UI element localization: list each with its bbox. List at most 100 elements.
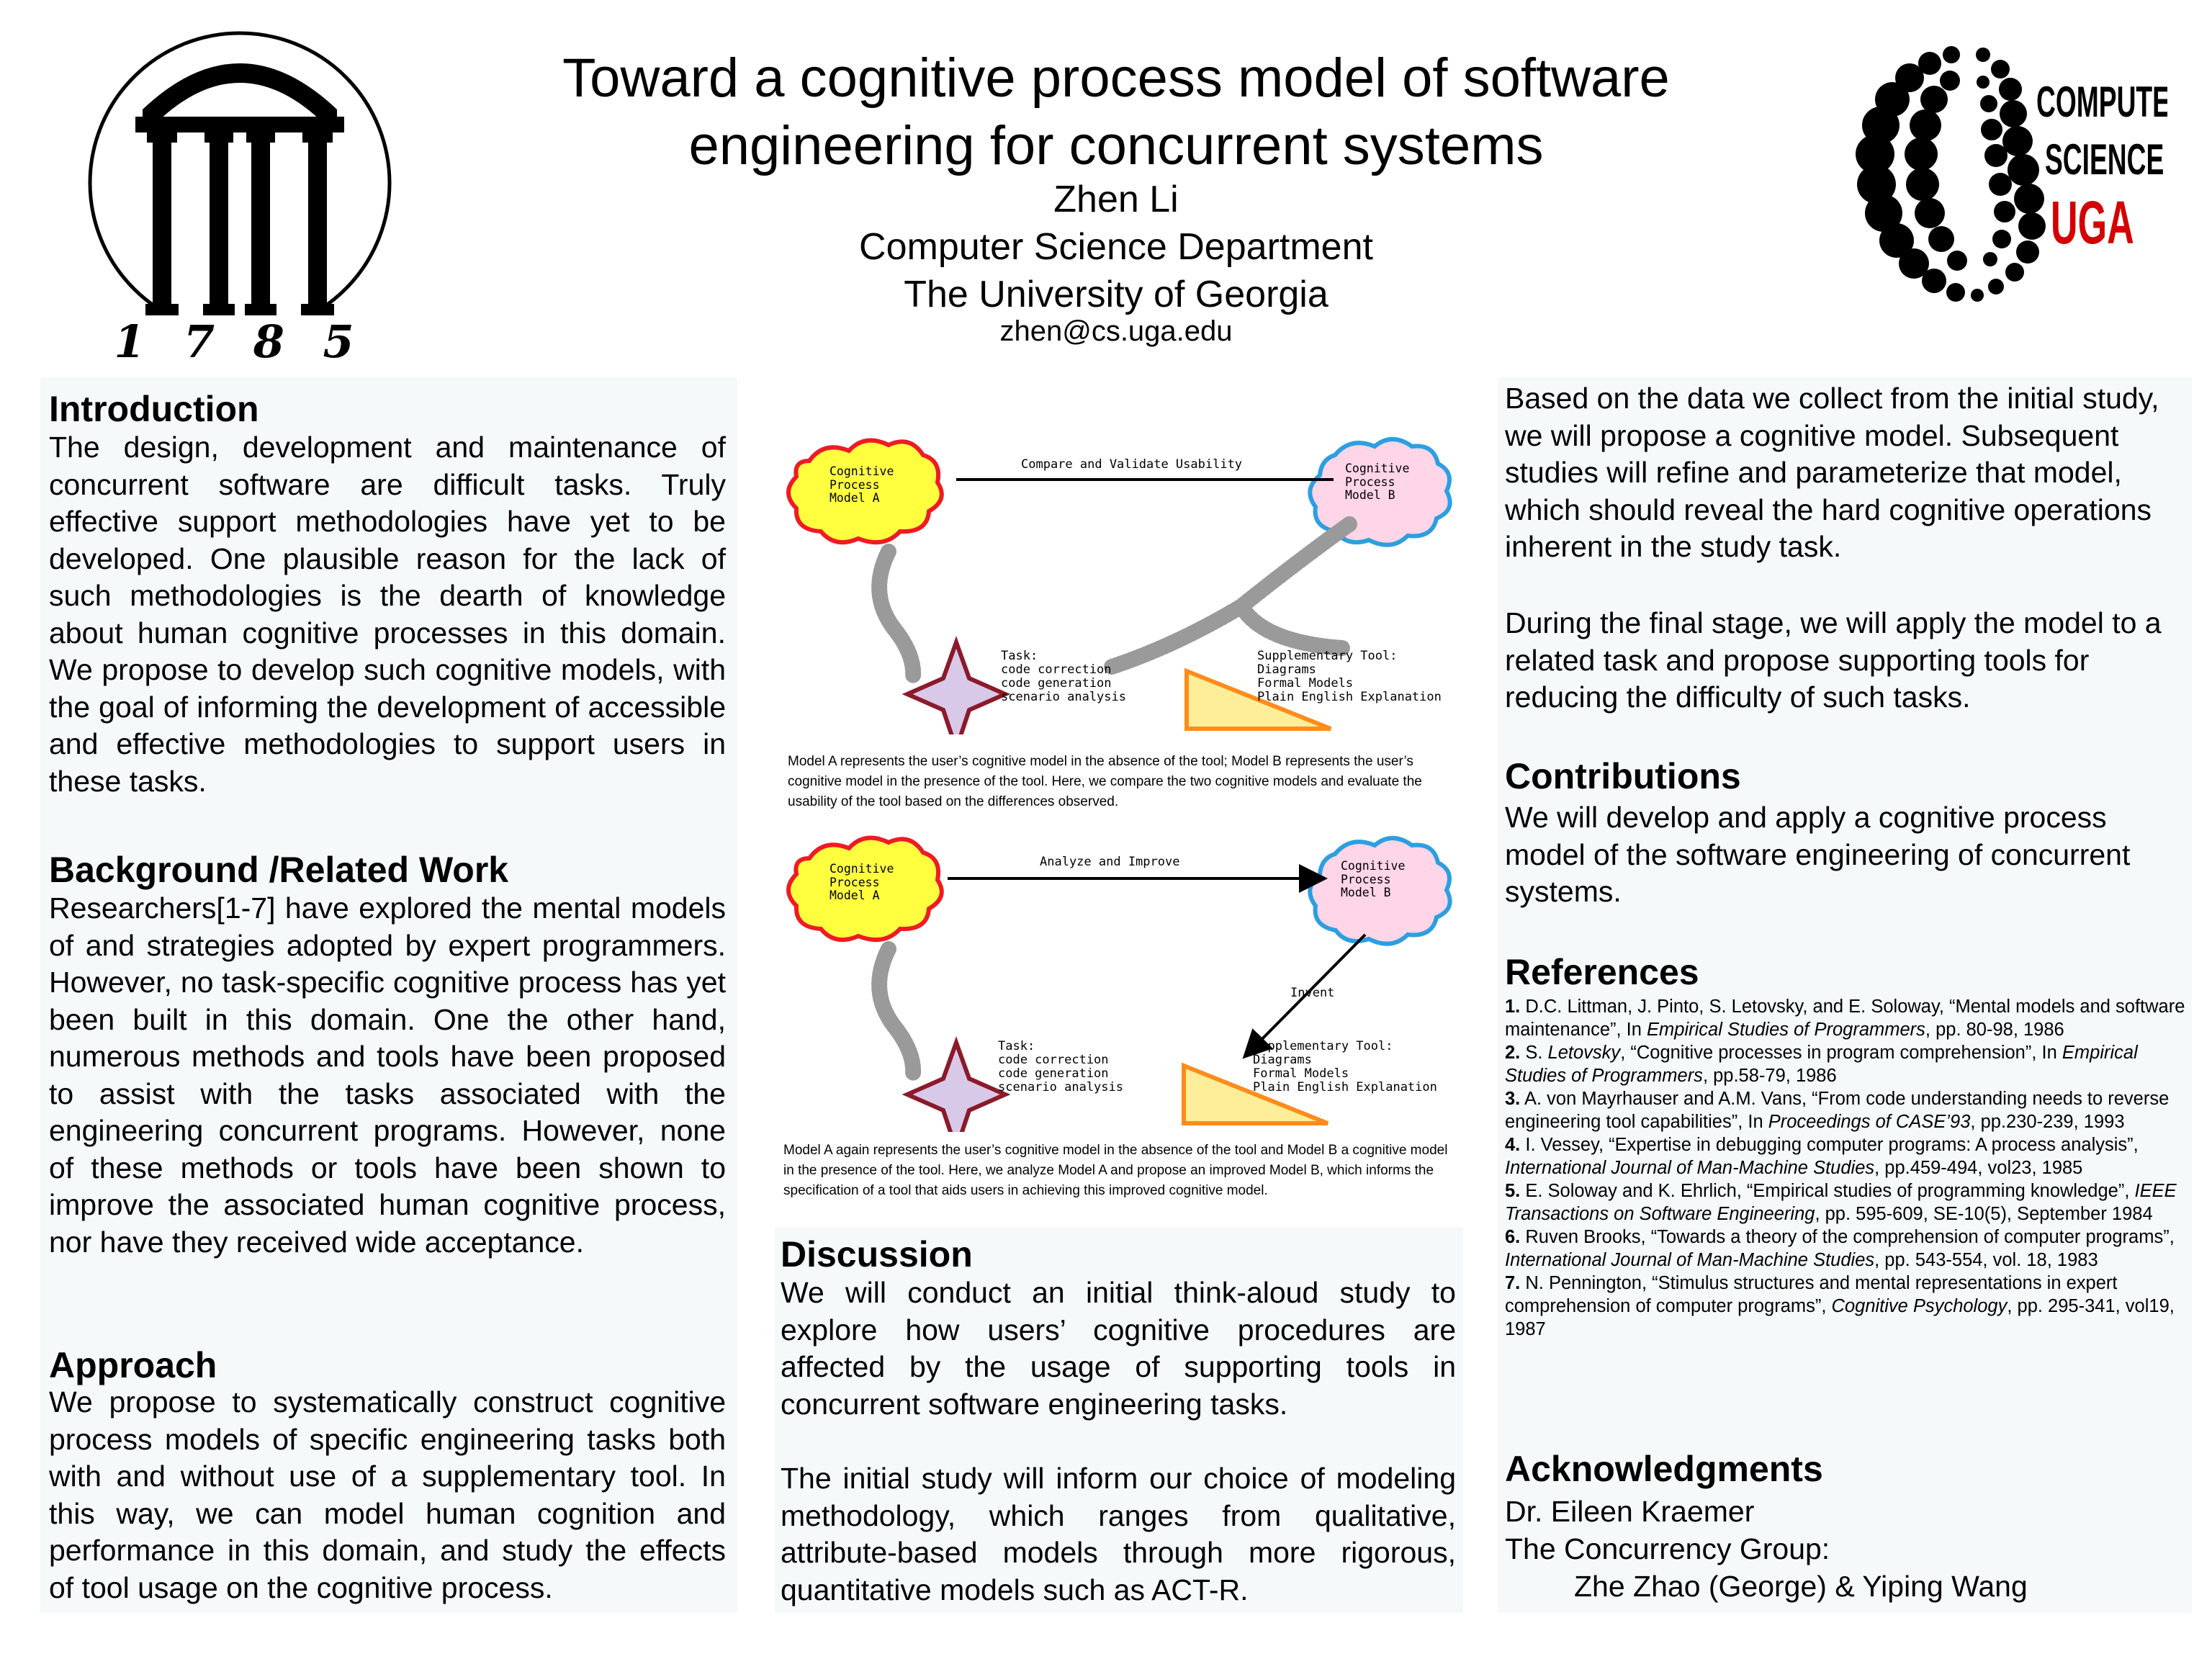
fig1-model-b-line: Model B	[1345, 488, 1395, 502]
reference-number: 1.	[1505, 997, 1521, 1017]
reference-venue: Cognitive Psychology	[1831, 1296, 2008, 1316]
reference-item: 7. N. Pennington, “Stimulus structures a…	[1505, 1272, 2189, 1341]
discussion-para-1: We will conduct an initial think-aloud s…	[781, 1276, 1456, 1421]
fig2-task-line: scenario analysis	[998, 1080, 1123, 1094]
fig1-tool-triangle	[1184, 667, 1332, 731]
title-line-1: Toward a cognitive process model of soft…	[562, 48, 1670, 109]
references-list: 1. D.C. Littman, J. Pinto, S. Letovsky, …	[1505, 995, 2189, 1341]
acknowledgments-heading: Acknowledgments	[1505, 1449, 1823, 1489]
fig1-task-line: code correction	[1001, 662, 1112, 677]
fig1-path-a-task	[871, 544, 922, 685]
reference-venue: Empirical Studies of Programmers	[1505, 1043, 2138, 1086]
reference-text: N. Pennington, “Stimulus structures and …	[1505, 1273, 2118, 1316]
reference-item: 2. S. Letovsky, “Cognitive processes in …	[1505, 1041, 2189, 1087]
fig1-task-line: scenario analysis	[1001, 690, 1126, 704]
fig1-tool-line: Formal Models	[1257, 676, 1354, 691]
reference-number: 3.	[1505, 1089, 1521, 1109]
figure1-caption: Model A represents the user’s cognitive …	[788, 754, 1422, 809]
cs-logo-uga: UGA	[2051, 189, 2134, 256]
introduction-heading: Introduction	[49, 389, 259, 429]
fig1-task-label: Task: code correction code generation sc…	[1001, 649, 1126, 704]
background-text: Researchers[1-7] have explored the menta…	[49, 891, 726, 1259]
fig1-model-a-line: Model A	[830, 491, 880, 505]
discussion-panel	[775, 1227, 1463, 1613]
fig1-model-a-cloud	[786, 438, 944, 545]
fig1-tool-line: Diagrams	[1257, 662, 1316, 677]
reference-text: Ruven Brooks, “Towards a theory of the c…	[1520, 1227, 2175, 1247]
poster-title: Toward a cognitive process model of soft…	[461, 45, 1771, 180]
fig2-task-label: Task: code correction code generation sc…	[998, 1040, 1123, 1094]
uga-arch-logo: 1 7 8 5	[88, 31, 392, 368]
figure1-diagram	[786, 437, 1452, 734]
fig1-task-line: Task:	[1001, 649, 1038, 663]
fig2-invent-label: Invent	[1290, 986, 1335, 1000]
background-heading: Background /Related Work	[49, 850, 509, 890]
reference-text: , “Cognitive processes in program compre…	[1620, 1043, 2062, 1063]
reference-number: 6.	[1505, 1227, 1521, 1247]
reference-item: 3. A. von Mayrhauser and A.M. Vans, “Fro…	[1505, 1087, 2189, 1133]
discussion-para-2: The initial study will inform our choice…	[781, 1462, 1456, 1606]
reference-text: , pp.230-239, 1993	[1970, 1112, 2125, 1132]
reference-text: , pp. 543-554, vol. 18, 1983	[1874, 1250, 2098, 1270]
uga-year: 1 7 8 5	[114, 315, 365, 368]
fig1-tool-line: Plain English Explanation	[1257, 690, 1442, 704]
reference-text: , pp.459-494, vol23, 1985	[1874, 1158, 2083, 1178]
reference-text: , pp. 295-341, vol19, 1987	[1505, 1296, 2175, 1339]
title-line-2: engineering for concurrent systems	[688, 115, 1544, 176]
reference-text: , pp. 80-98, 1986	[1925, 1020, 2064, 1040]
fig2-invent-arrow	[1242, 933, 1367, 1059]
cs-logo-computer: COMPUTER	[2036, 78, 2167, 126]
fig1-model-b-line: Process	[1345, 475, 1395, 489]
approach-heading: Approach	[49, 1345, 217, 1385]
fig2-model-b-cloud	[1308, 836, 1452, 946]
fig2-tool-triangle	[1182, 1062, 1329, 1125]
cs-uga-logo: COMPUTER SCIENCE UGA	[1856, 46, 2167, 302]
contributions-heading: Contributions	[1505, 756, 1741, 796]
reference-number: 4.	[1505, 1135, 1521, 1155]
continuation-para-1: Based on the data we collect from the in…	[1505, 382, 2159, 563]
reference-number: 2.	[1505, 1043, 1521, 1063]
reference-item: 6. Ruven Brooks, “Towards a theory of th…	[1505, 1226, 2189, 1272]
fig2-path-a-task	[871, 941, 922, 1082]
fig1-model-a-label: Cognitive Process Model A	[830, 464, 894, 505]
reference-venue: International Journal of Man-Machine Stu…	[1505, 1158, 1875, 1178]
acknowledgments-line-1: Dr. Eileen Kraemer	[1505, 1495, 1755, 1528]
left-column-panel	[40, 377, 737, 1613]
fig1-tool-label: Supplementary Tool: Diagrams Formal Mode…	[1257, 649, 1442, 704]
reference-text: D.C. Littman, J. Pinto, S. Letovsky, and…	[1505, 997, 2185, 1040]
department: Computer Science Department	[859, 226, 1373, 268]
figure2-caption: Model A again represents the user’s cogn…	[783, 1143, 1448, 1198]
approach-text: We propose to systematically construct c…	[49, 1385, 726, 1604]
fig2-tool-label: Supplementary Tool: Diagrams Formal Mode…	[1253, 1040, 1437, 1094]
fig2-task-line: code correction	[998, 1053, 1109, 1067]
reference-item: 4. I. Vessey, “Expertise in debugging co…	[1505, 1133, 2189, 1179]
author-name: Zhen Li	[1053, 179, 1179, 220]
fig1-task-line: code generation	[1001, 676, 1112, 691]
reference-author: Letovsky	[1547, 1043, 1621, 1063]
discussion-heading: Discussion	[781, 1234, 973, 1274]
reference-item: 1. D.C. Littman, J. Pinto, S. Letovsky, …	[1505, 995, 2189, 1041]
cs-logo-science: SCIENCE	[2045, 135, 2164, 184]
reference-venue: International Journal of Man-Machine Stu…	[1505, 1250, 1875, 1270]
fig2-tool-line: Diagrams	[1253, 1053, 1312, 1067]
fig2-model-a-line: Cognitive	[830, 862, 894, 876]
fig2-tool-line: Supplementary Tool:	[1253, 1039, 1393, 1053]
fig2-model-b-line: Model B	[1341, 886, 1391, 899]
reference-text: A. von Mayrhauser and A.M. Vans, “From c…	[1505, 1089, 2170, 1132]
fig1-model-a-line: Process	[830, 477, 880, 492]
fig2-model-a-label: Cognitive Process Model A	[830, 862, 894, 903]
reference-venue: Proceedings of CASE’93	[1768, 1112, 1971, 1132]
fig2-task-line: Task:	[998, 1039, 1035, 1053]
acknowledgments-line-2: The Concurrency Group:	[1505, 1532, 1830, 1565]
fig2-tool-line: Plain English Explanation	[1253, 1080, 1437, 1094]
reference-venue: IEEE Transactions on Software Engineerin…	[1505, 1181, 2177, 1224]
fig2-model-b-line: Process	[1341, 872, 1391, 886]
reference-item: 5. E. Soloway and K. Ehrlich, “Empirical…	[1505, 1179, 2189, 1226]
contributions-text: We will develop and apply a cognitive pr…	[1505, 801, 2131, 908]
reference-text: S.	[1520, 1043, 1548, 1063]
fig1-tool-line: Supplementary Tool:	[1257, 649, 1398, 663]
introduction-text: The design, development and maintenance …	[49, 431, 726, 798]
acknowledgments-line-3: Zhe Zhao (George) & Yiping Wang	[1574, 1570, 2028, 1603]
email-address: zhen@cs.uga.edu	[999, 315, 1233, 347]
fig2-model-b-label: Cognitive Process Model B	[1341, 859, 1405, 900]
